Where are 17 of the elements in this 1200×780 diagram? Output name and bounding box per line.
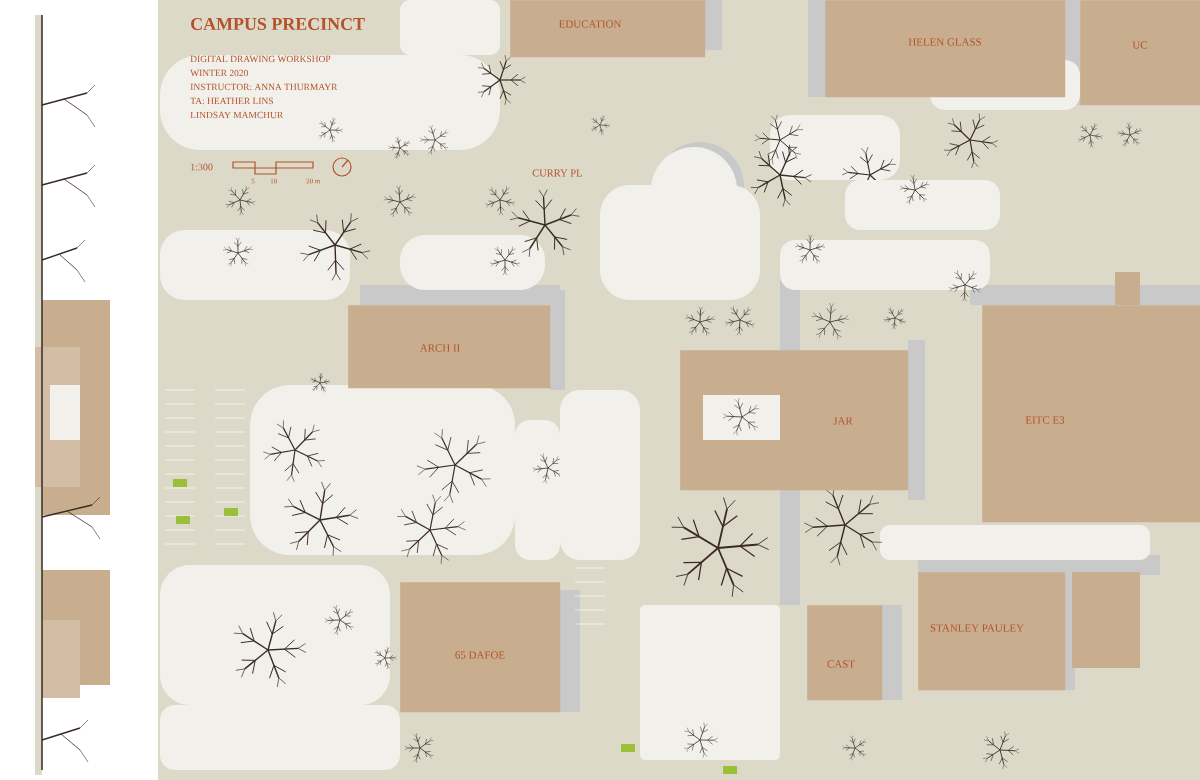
subtitle-text: DIGITAL DRAWING WORKSHOP bbox=[190, 55, 331, 63]
building: STANLEY PAULEY bbox=[918, 572, 1140, 691]
subtitle-text: WINTER 2020 bbox=[190, 69, 248, 77]
building: JAR bbox=[680, 350, 909, 491]
title: CAMPUS PRECINCT bbox=[191, 17, 365, 30]
scale-label: 1:300 bbox=[191, 163, 213, 171]
building: ARCH II bbox=[348, 305, 551, 389]
building: CAST bbox=[807, 605, 883, 701]
building: HELEN GLASS bbox=[825, 0, 1066, 98]
subtitle-text: INSTRUCTOR: ANNA THURMAYR bbox=[190, 83, 338, 91]
building: 65 DAFOE bbox=[400, 582, 561, 713]
street-label: CURRY PL bbox=[532, 169, 582, 177]
building: EITC E3 bbox=[982, 272, 1200, 523]
subtitle-text: LINDSAY MAMCHUR bbox=[190, 111, 284, 119]
subtitle-text: TA: HEATHER LINS bbox=[190, 97, 273, 105]
building: UC bbox=[1080, 0, 1200, 106]
building: EDUCATION bbox=[510, 0, 706, 58]
